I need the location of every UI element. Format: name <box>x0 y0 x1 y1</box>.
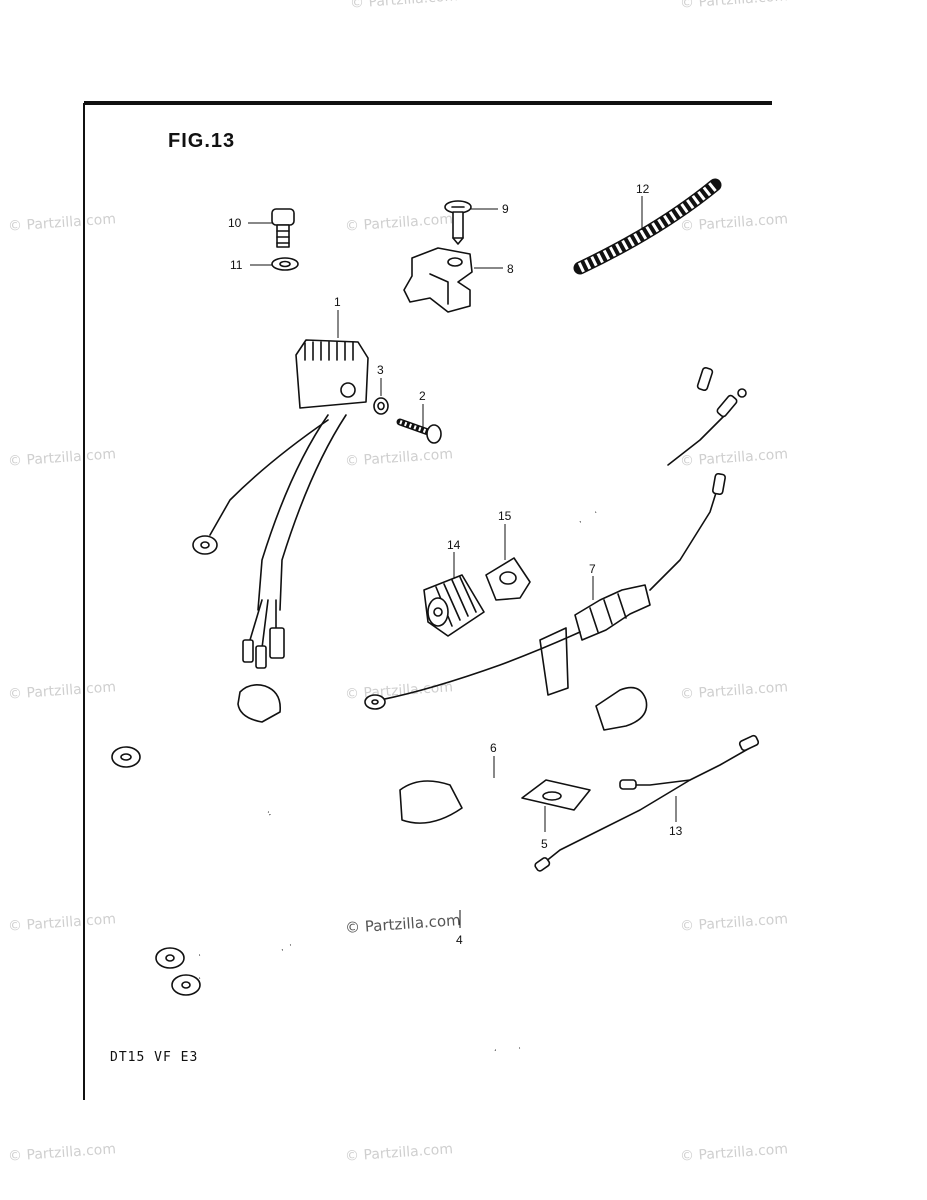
callout-14: 14 <box>447 538 461 552</box>
part-15-grommet <box>485 557 531 601</box>
callout-7: 7 <box>589 562 596 576</box>
part-6-lead-wire <box>399 686 648 824</box>
callout-2: 2 <box>419 389 426 403</box>
callout-13: 13 <box>669 824 683 838</box>
part-1-rectifier <box>192 339 369 669</box>
part-5-holder <box>521 779 591 811</box>
upper-lead-wire <box>498 366 747 571</box>
callout-11: 11 <box>230 258 243 272</box>
callout-15: 15 <box>498 509 512 523</box>
part-11-washer <box>271 257 299 271</box>
part-12-coil-tube <box>573 178 722 275</box>
model-code: DT15 VF E3 <box>110 1050 199 1065</box>
part-4-main-harness <box>111 684 690 1056</box>
part-10-bolt <box>271 208 295 248</box>
callout-6: 6 <box>490 741 497 755</box>
callout-5: 5 <box>541 837 548 851</box>
callout-10: 10 <box>228 216 242 230</box>
callout-8: 8 <box>507 262 514 276</box>
callout-4: 4 <box>456 933 463 947</box>
part-2-screw <box>396 418 442 444</box>
callout-1: 1 <box>334 295 341 309</box>
part-8-clamp <box>403 247 473 313</box>
callout-9: 9 <box>502 202 509 216</box>
part-9-screw <box>444 200 472 245</box>
callout-12: 12 <box>636 182 650 196</box>
part-7-connector <box>364 472 726 710</box>
part-13-lead-wire <box>534 734 760 872</box>
figure-title: FIG.13 <box>168 130 236 152</box>
callout-3: 3 <box>377 363 384 377</box>
part-3-nut <box>373 397 389 415</box>
part-14-knob <box>423 574 485 637</box>
